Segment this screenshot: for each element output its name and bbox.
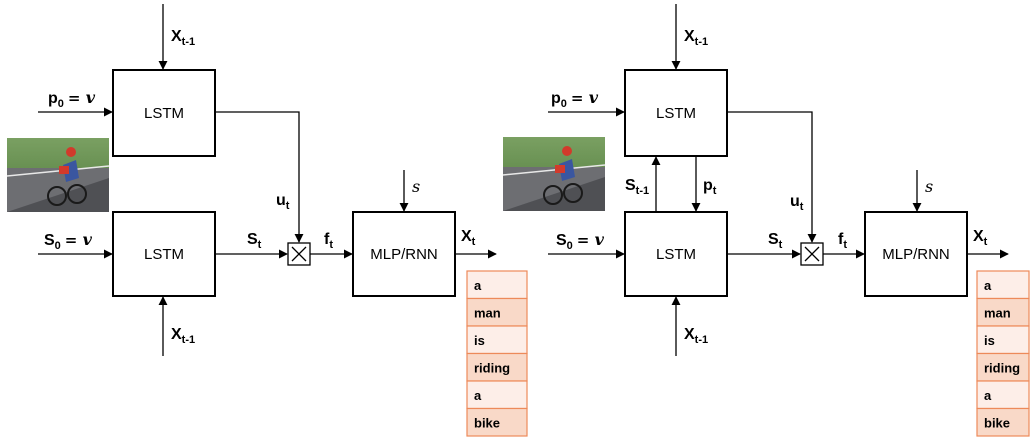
left-word-cell: a	[466, 270, 528, 300]
right-word-cell: a	[976, 270, 1030, 300]
left-s-input-label: s	[412, 177, 420, 196]
right-bottom-input-label: Xt-1	[684, 326, 708, 346]
right-pt-label: pt	[703, 177, 717, 197]
left-diagram: Xt-1 p0= v LSTM ut LSTM S0= v X	[6, 4, 528, 437]
left-bottom-input-label: Xt-1	[171, 326, 195, 346]
right-word-text: riding	[984, 360, 1020, 375]
left-ft-label: ft	[324, 231, 333, 251]
left-word-cell: riding	[466, 352, 528, 382]
right-lower-lstm-label: LSTM	[656, 246, 696, 263]
right-word-text: man	[984, 305, 1011, 320]
left-word-text: man	[474, 305, 501, 320]
left-cyclist-image	[6, 138, 110, 212]
right-upper-lstm-label: LSTM	[656, 105, 696, 122]
left-lower-lstm-box	[112, 211, 216, 297]
right-word-cell: is	[976, 325, 1030, 355]
right-s0-label: S0= v	[556, 230, 605, 252]
left-lower-lstm-label: LSTM	[144, 246, 184, 263]
right-lower-lstm-box	[624, 211, 728, 297]
right-sprev-label: St-1	[625, 177, 649, 197]
right-word-text: is	[984, 333, 995, 348]
left-mlp-box	[352, 211, 456, 297]
right-ft-label: ft	[838, 231, 847, 251]
right-p0-label: p0= v	[551, 88, 599, 110]
right-mlp-label: MLP/RNN	[882, 246, 950, 263]
left-u-label: ut	[276, 192, 290, 212]
right-word-text: bike	[984, 415, 1010, 430]
right-upper-lstm-box	[624, 69, 728, 157]
left-word-cell: man	[466, 297, 528, 327]
left-word-text: a	[474, 388, 482, 403]
right-diagram: Xt-1 p0= v LSTM St-1 pt ut LSTM	[502, 4, 1030, 437]
left-word-text: a	[474, 278, 482, 293]
left-upper-lstm-box	[112, 69, 216, 157]
right-cyclist-image	[502, 137, 606, 211]
left-top-input-label: Xt-1	[171, 28, 195, 48]
right-output-label: Xt	[973, 228, 988, 248]
right-word-text: a	[984, 278, 992, 293]
right-s-input-label: s	[925, 177, 933, 196]
right-word-cell: riding	[976, 352, 1030, 382]
right-word-cell: man	[976, 297, 1030, 327]
right-u-label: ut	[790, 193, 804, 213]
left-u-wire	[215, 111, 304, 243]
right-word-cell: a	[976, 380, 1030, 410]
left-word-text: bike	[474, 415, 500, 430]
left-mlp-label: MLP/RNN	[370, 246, 438, 263]
left-p0-label: p0= v	[48, 88, 96, 110]
right-word-text: a	[984, 388, 992, 403]
right-st-label: St	[768, 231, 783, 251]
right-word-cell: bike	[976, 407, 1030, 437]
left-word-cell: is	[466, 325, 528, 355]
left-upper-lstm-label: LSTM	[144, 105, 184, 122]
right-word-list: a man is riding a bike	[976, 270, 1030, 437]
left-word-list: a man is riding a bike	[466, 270, 528, 437]
left-st-label: St	[247, 231, 262, 251]
right-multiply-node	[800, 242, 824, 266]
left-s0-label: S0= v	[44, 230, 93, 252]
right-u-wire	[727, 111, 817, 243]
left-multiply-node	[287, 242, 311, 266]
left-word-cell: bike	[466, 407, 528, 437]
left-word-text: riding	[474, 360, 510, 375]
left-word-text: is	[474, 333, 485, 348]
right-mlp-box	[864, 211, 968, 297]
left-output-label: Xt	[461, 228, 476, 248]
right-top-input-label: Xt-1	[684, 28, 708, 48]
left-word-cell: a	[466, 380, 528, 410]
